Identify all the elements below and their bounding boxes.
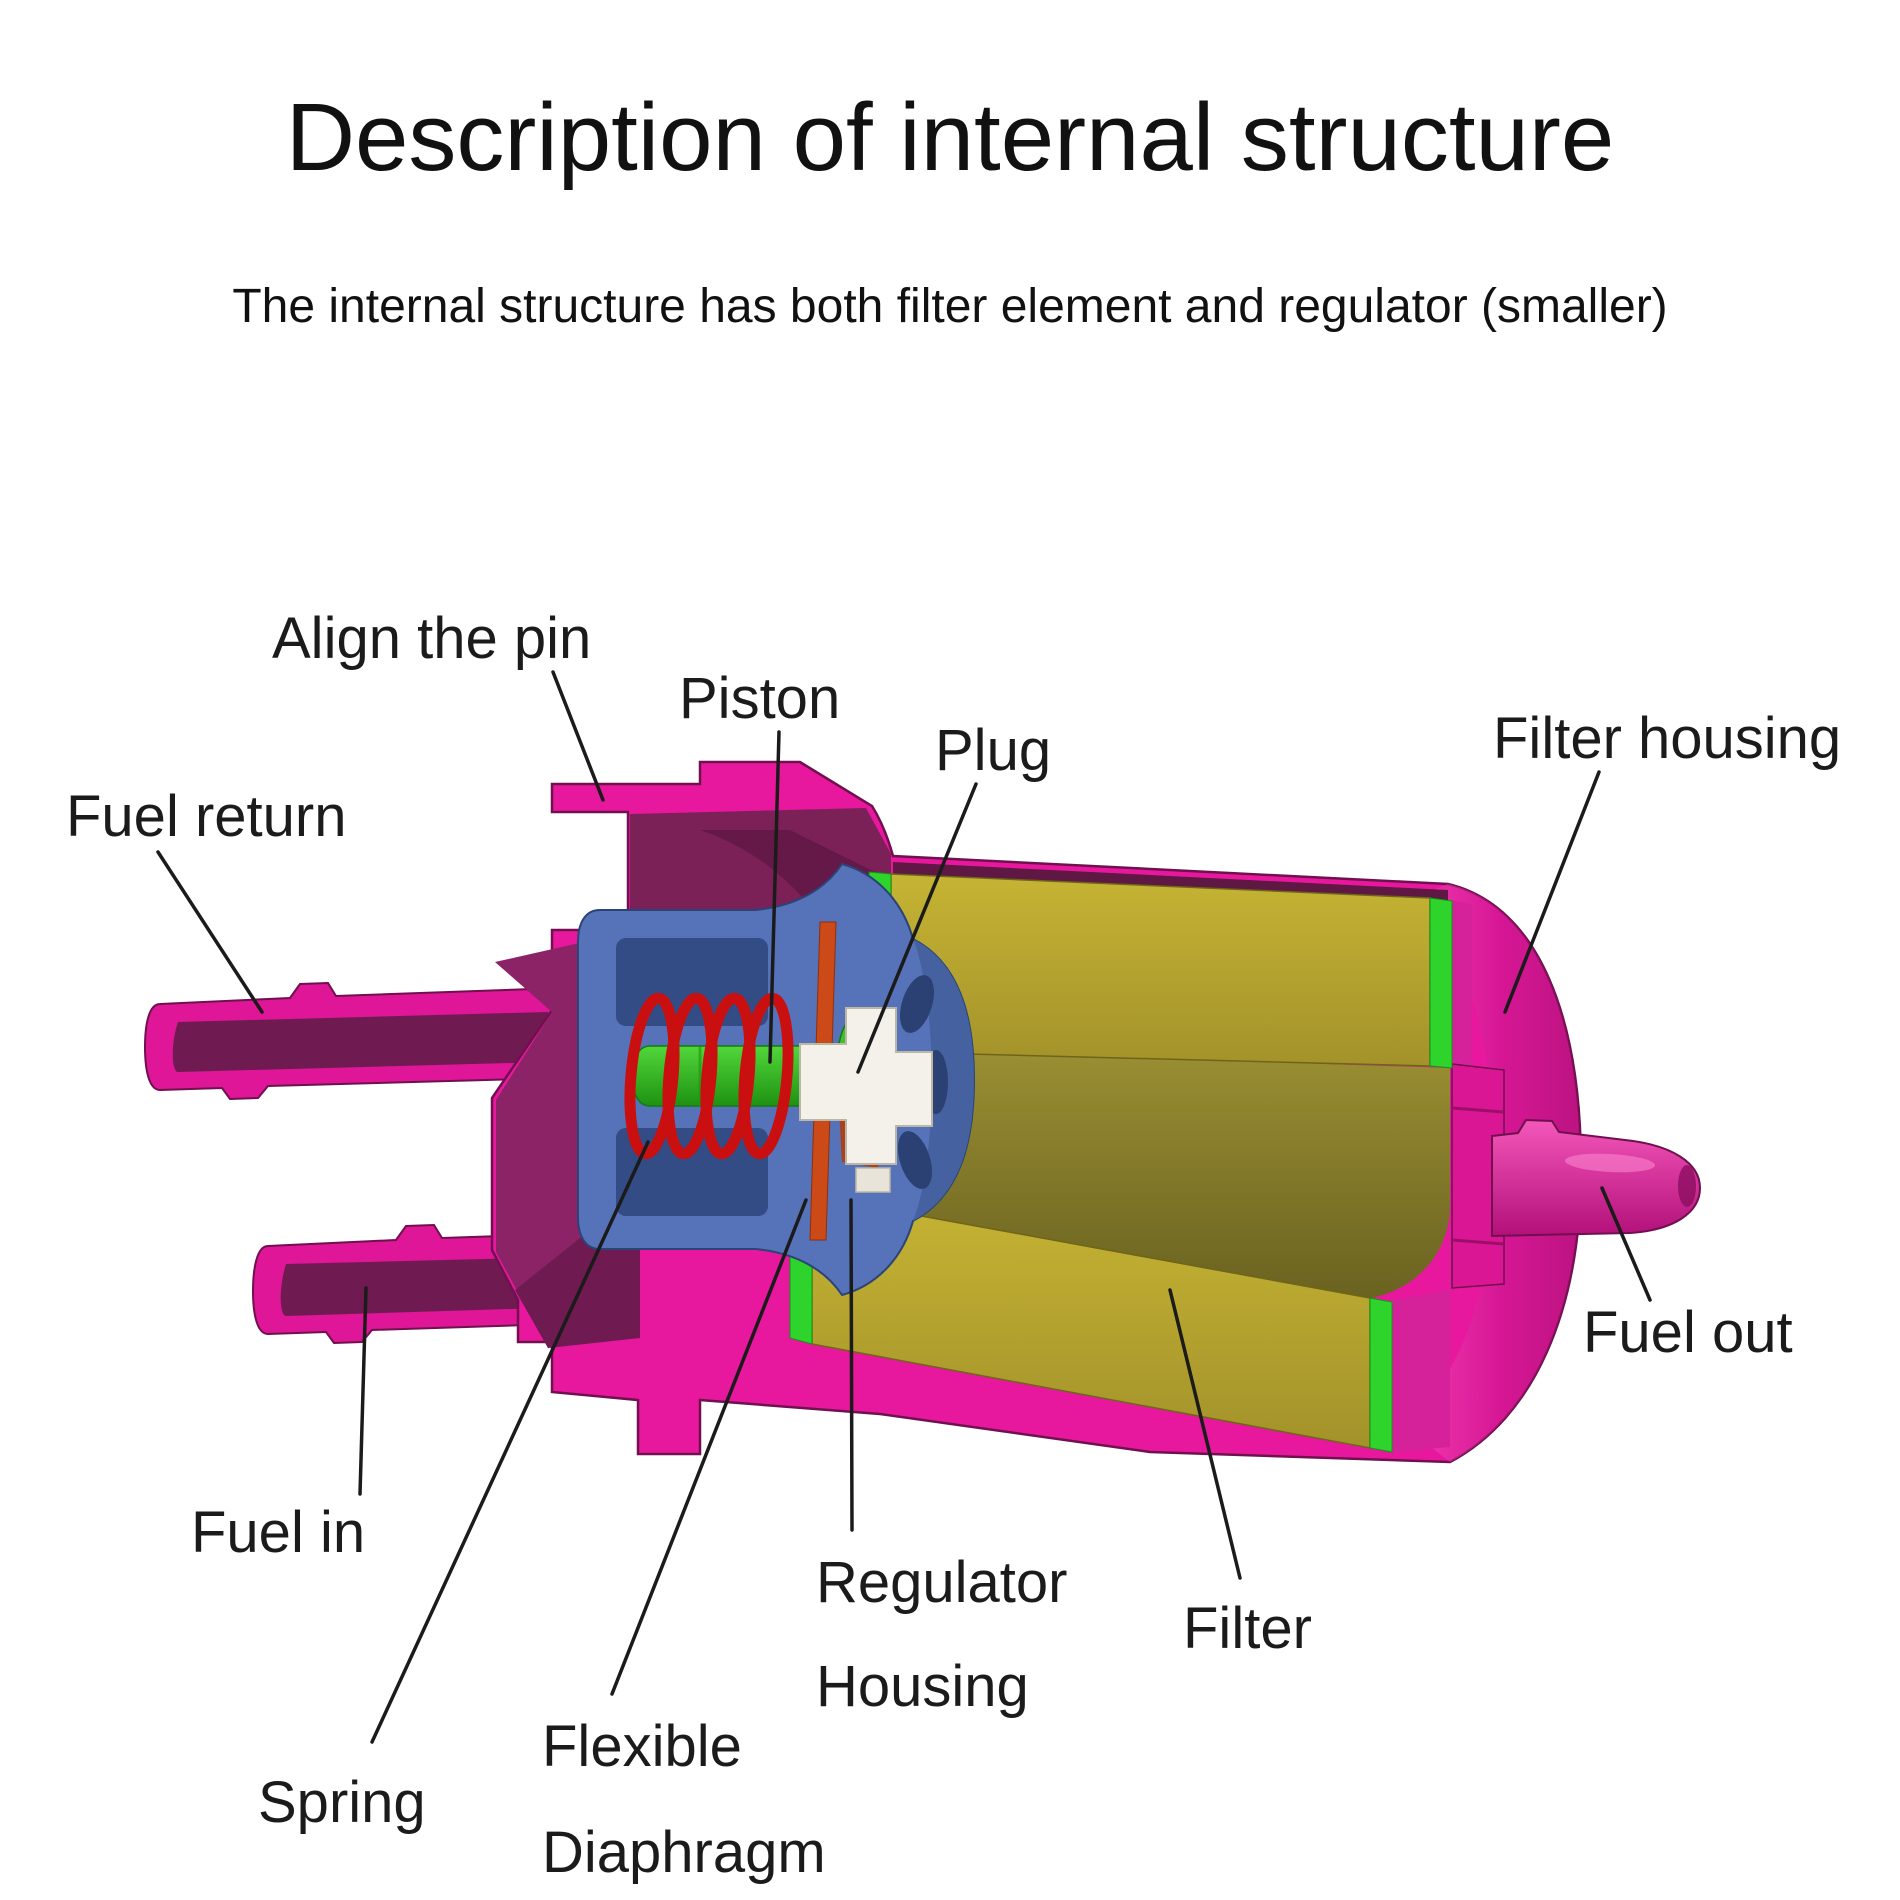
page-subtitle: The internal structure has both filter e… [232,280,1667,333]
label-fuel-in: Fuel in [191,1500,365,1565]
label-fuel-out: Fuel out [1583,1300,1793,1365]
label-filter-housing: Filter housing [1493,706,1841,771]
leader-plug [856,782,978,1074]
leader-filter-housing [1503,770,1601,1014]
leader-piston [768,730,781,1064]
label-filter: Filter [1183,1596,1312,1661]
cap-inner-face-lower [1392,1290,1450,1452]
gasket-top-right [1429,897,1453,1069]
gasket-bottom-right [1369,1297,1393,1453]
fuel-out-highlight [1565,1153,1655,1173]
plug-foot [855,1167,891,1193]
label-piston: Piston [679,666,840,731]
label-plug: Plug [935,718,1051,783]
fuel-out-tube [1491,1118,1702,1238]
leader-align-the-pin [551,670,605,802]
regulator-disc-hole-1 [899,975,935,1033]
leader-fuel-in [358,1286,368,1496]
leader-filter [1168,1288,1242,1580]
diagram-leaders [156,670,1652,1744]
label-fuel-return: Fuel return [66,784,346,849]
device [143,760,1702,1464]
leader-flexible-diaphragm [610,1198,808,1696]
outlet-boss-notches [1451,1106,1505,1246]
leader-regulator-housing [849,1198,854,1532]
regulator-disc-hole-3 [897,1131,933,1189]
plug-shape [799,1007,933,1165]
page-title: Description of internal structure [286,84,1615,191]
leader-spring [370,1140,650,1744]
end-cap-shading [1404,884,1581,1462]
leader-fuel-out [1600,1186,1652,1302]
fuel-return-tube-bore [172,1012,548,1072]
fuel-out-tip [1678,1165,1696,1207]
label-align-the-pin: Align the pin [272,606,591,671]
leader-fuel-return [156,850,264,1014]
label-spring: Spring [258,1770,426,1835]
